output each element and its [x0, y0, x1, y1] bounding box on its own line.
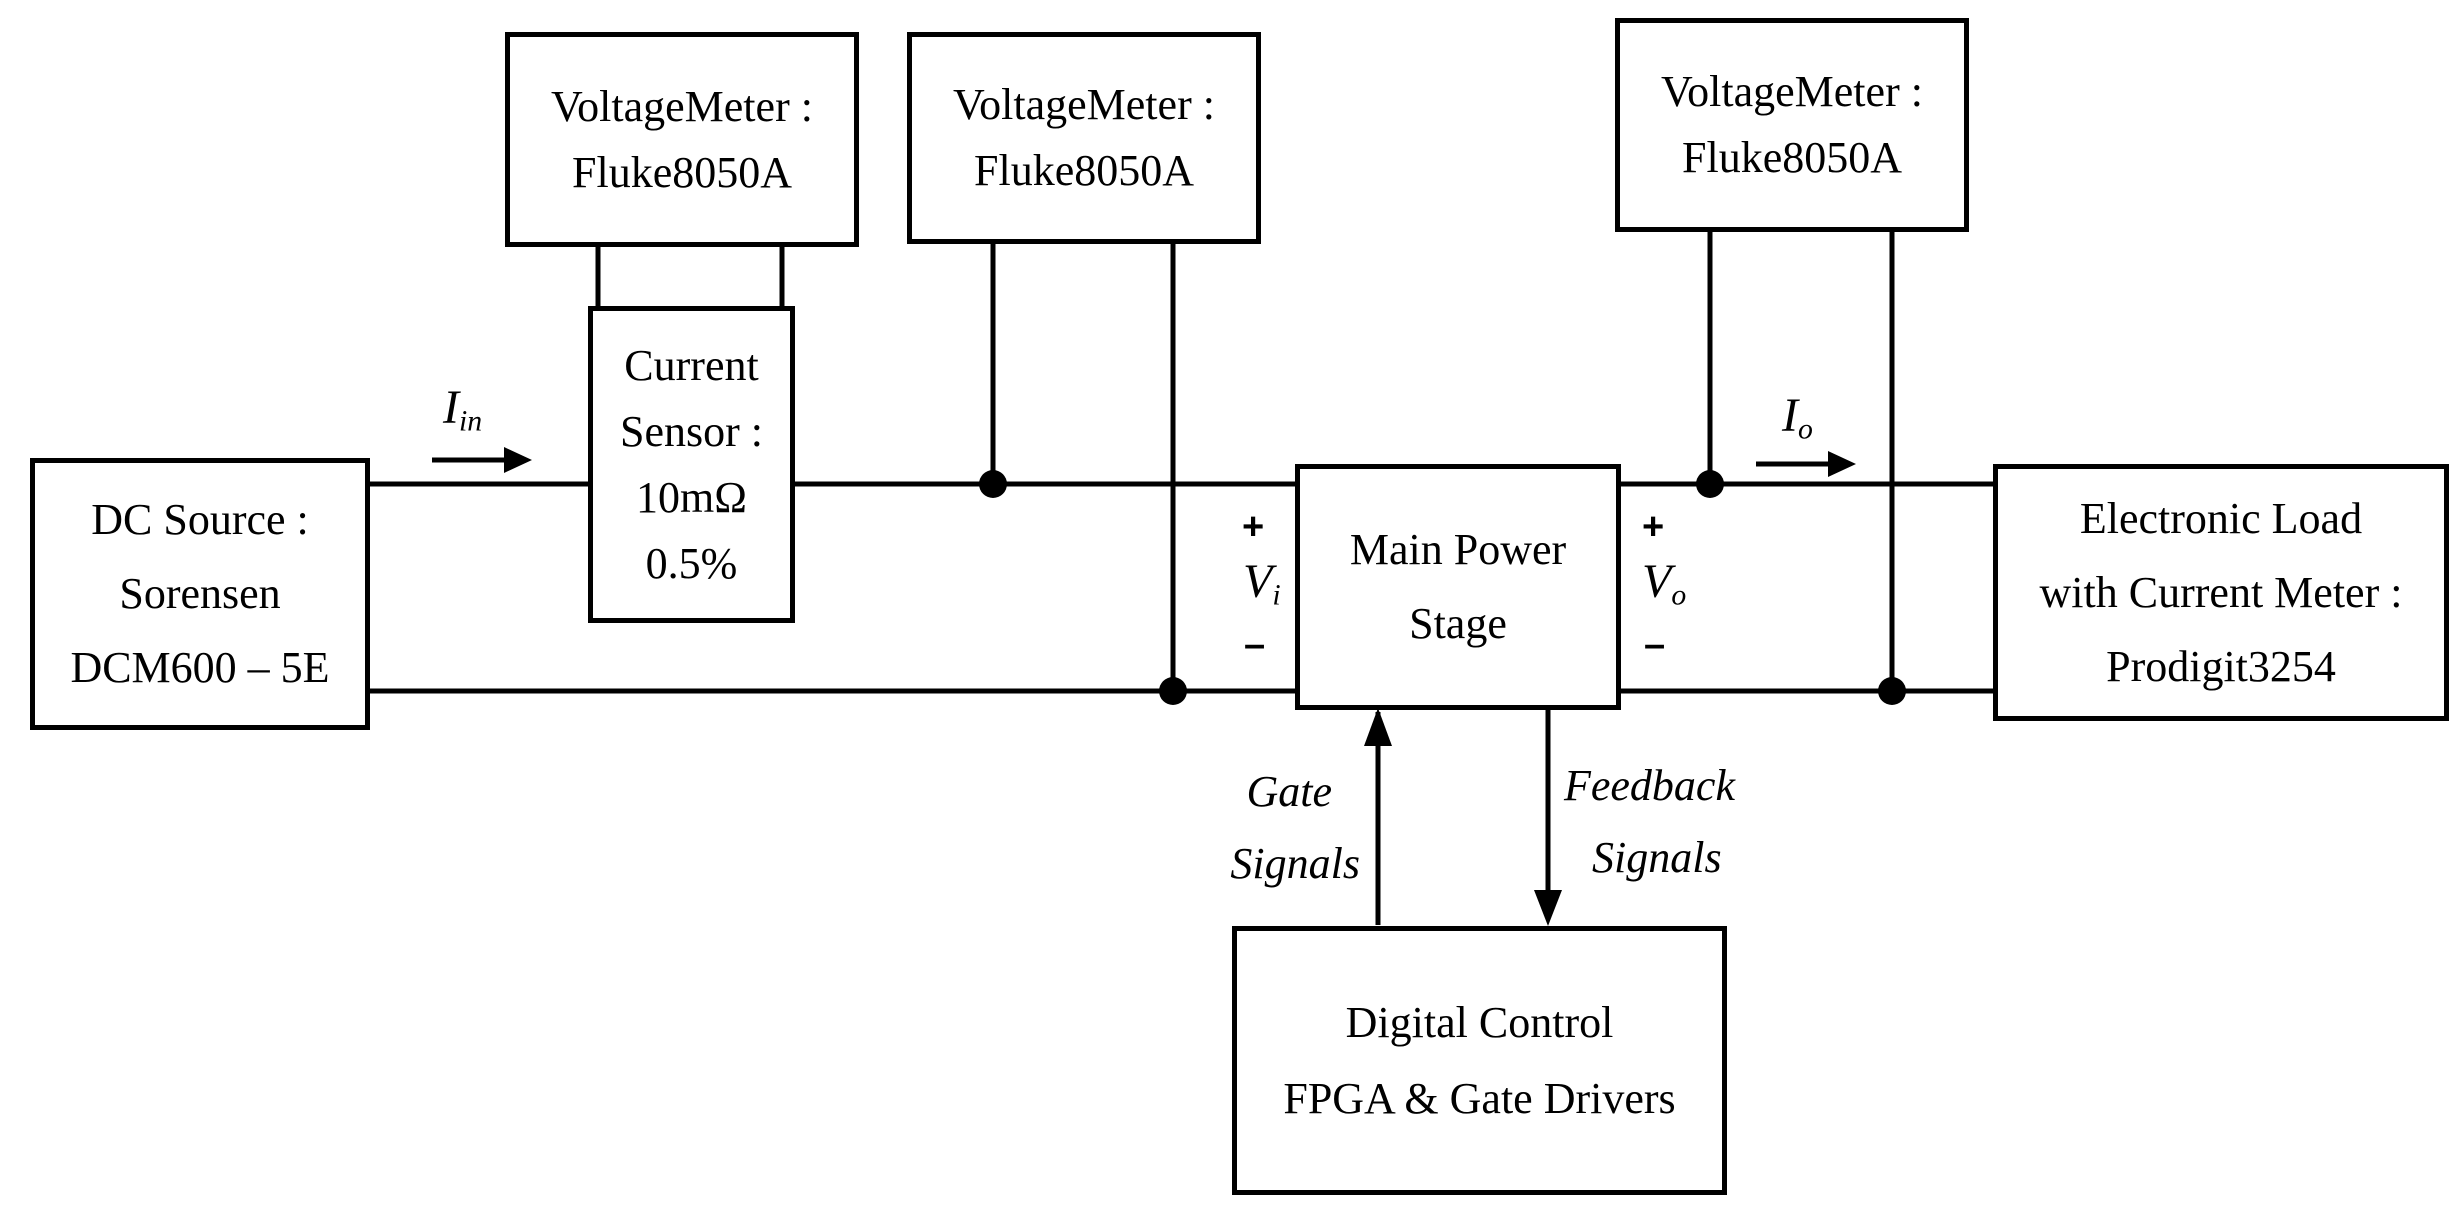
voltage-meter-2: VoltageMeter : Fluke8050A	[907, 32, 1261, 244]
gate-signals-label: Gate Signals	[1190, 770, 1360, 886]
i-o-main: I	[1782, 389, 1798, 442]
voltage-meter-1-line2: Fluke8050A	[572, 147, 792, 197]
v-o-sub: o	[1671, 578, 1687, 612]
current-sensor-line1: Current	[624, 340, 759, 390]
dc-source-line3: DCM600 – 5E	[70, 643, 330, 692]
v-o-label: Vo	[1642, 558, 1686, 610]
v-i-main: V	[1243, 555, 1273, 608]
dc-source-line2: Sorensen	[119, 569, 281, 618]
feedback-signals-line1: Feedback	[1564, 761, 1735, 810]
digital-control-line2: FPGA & Gate Drivers	[1283, 1073, 1676, 1123]
voltage-meter-1: VoltageMeter : Fluke8050A	[505, 32, 859, 247]
v-i-sub: i	[1272, 578, 1281, 612]
gate-signal-arrowhead	[1364, 708, 1392, 746]
current-sensor-line3: 10mΩ	[636, 472, 747, 522]
digital-control: Digital Control FPGA & Gate Drivers	[1232, 926, 1727, 1195]
v-o-main: V	[1642, 555, 1672, 608]
i-o-label: Io	[1782, 392, 1813, 444]
v-i-plus-sign: +	[1242, 506, 1265, 548]
i-in-main: I	[443, 381, 459, 434]
digital-control-line1: Digital Control	[1345, 997, 1614, 1047]
voltage-meter-3-line2: Fluke8050A	[1682, 133, 1902, 182]
junction-dot	[1696, 470, 1724, 498]
i-o-arrowhead	[1828, 451, 1856, 477]
feedback-signals-label: Feedback Signals	[1564, 764, 1784, 880]
main-power-stage-line1: Main Power	[1349, 525, 1567, 574]
v-o-minus-sign: –	[1644, 624, 1666, 666]
v-o-plus-sign: +	[1642, 506, 1665, 548]
current-sensor-line4: 0.5%	[645, 538, 738, 588]
junction-dot	[1159, 677, 1187, 705]
feedback-signal-arrowhead	[1534, 890, 1562, 926]
electronic-load-line2: with Current Meter :	[2039, 567, 2403, 617]
feedback-signals-line2: Signals	[1592, 833, 1722, 882]
i-o-sub: o	[1797, 412, 1813, 446]
electronic-load-line3: Prodigit3254	[2106, 641, 2336, 691]
voltage-meter-2-line2: Fluke8050A	[974, 146, 1194, 195]
electronic-load-line1: Electronic Load	[2079, 493, 2363, 543]
main-power-stage: Main Power Stage	[1295, 464, 1621, 710]
electronic-load: Electronic Load with Current Meter : Pro…	[1993, 464, 2449, 721]
gate-signals-line1: Gate	[1246, 767, 1332, 816]
i-in-label: Iin	[443, 384, 482, 436]
dc-source-line1: DC Source :	[91, 495, 309, 544]
current-sensor: Current Sensor : 10mΩ 0.5%	[588, 306, 795, 623]
junction-dot	[979, 470, 1007, 498]
gate-signals-line2: Signals	[1230, 839, 1360, 888]
v-i-minus-sign: –	[1244, 624, 1266, 666]
voltage-meter-2-line1: VoltageMeter :	[953, 80, 1215, 129]
voltage-meter-3: VoltageMeter : Fluke8050A	[1615, 18, 1969, 232]
i-in-arrowhead	[504, 447, 532, 473]
dc-source: DC Source : Sorensen DCM600 – 5E	[30, 458, 370, 730]
current-sensor-line2: Sensor :	[620, 406, 763, 456]
main-power-stage-line2: Stage	[1409, 599, 1507, 648]
junction-dot	[1878, 677, 1906, 705]
voltage-meter-1-line1: VoltageMeter :	[551, 81, 813, 131]
v-i-label: Vi	[1243, 558, 1281, 610]
voltage-meter-3-line1: VoltageMeter :	[1661, 67, 1923, 116]
i-in-sub: in	[458, 404, 483, 438]
